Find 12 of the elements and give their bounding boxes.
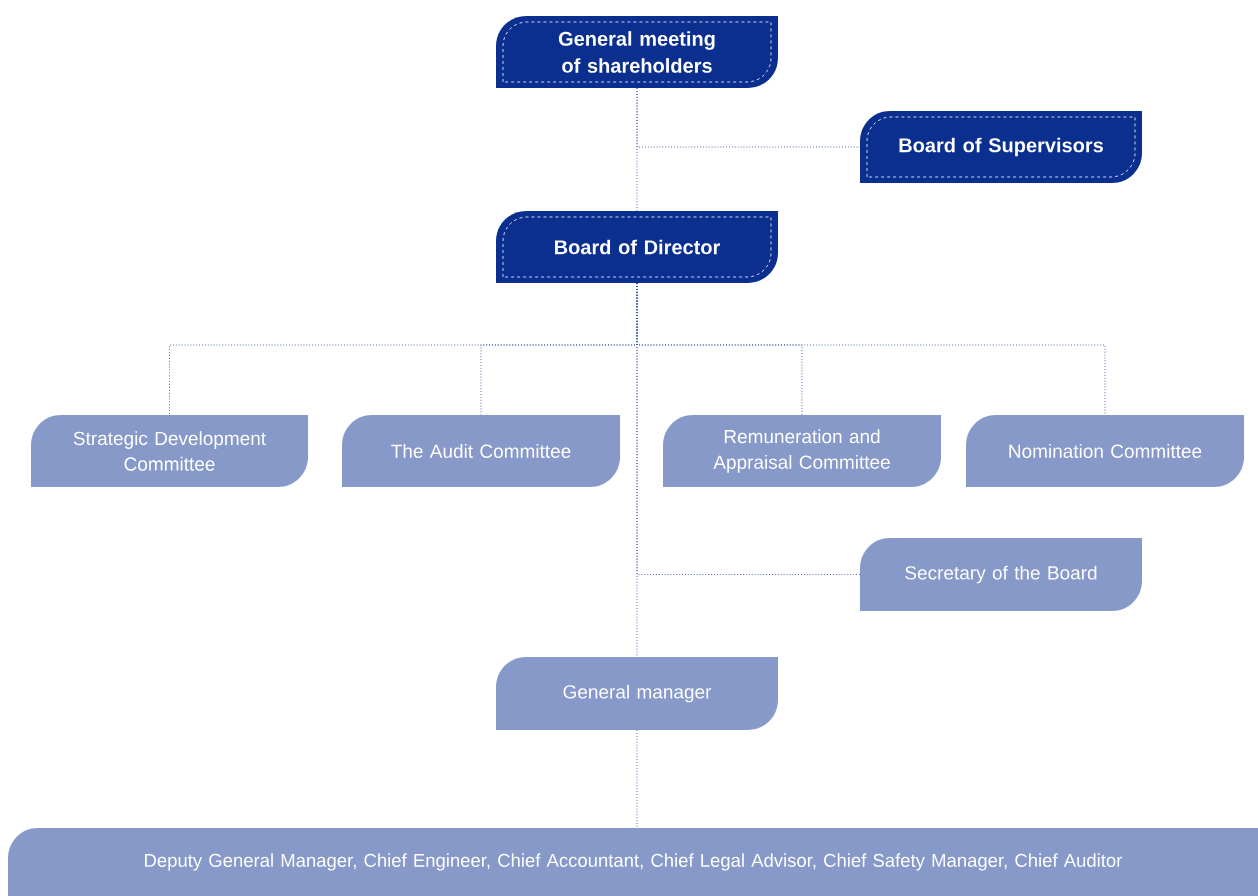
org-box: Board of Supervisors bbox=[860, 111, 1142, 183]
connector-line bbox=[636, 87, 861, 148]
committee-box: Nomination Committee bbox=[966, 415, 1244, 487]
committee-box: The Audit Committee bbox=[342, 415, 620, 487]
committee-box: Strategic Development Committee bbox=[31, 415, 308, 487]
committee-box: Secretary of the Board bbox=[860, 538, 1142, 611]
connector-line bbox=[636, 282, 638, 658]
committee-box: General manager bbox=[496, 657, 778, 730]
org-box: Board of Director bbox=[496, 211, 778, 283]
org-box: General meeting of shareholders bbox=[496, 16, 778, 88]
role-box: Deputy General Manager, Chief Engineer, Chief Accountant, Chief Legal Advisor, Chief Safety Manager, Chief Auditor bbox=[8, 828, 1258, 896]
committee-box: Remuneration and Appraisal Committee bbox=[663, 415, 941, 487]
